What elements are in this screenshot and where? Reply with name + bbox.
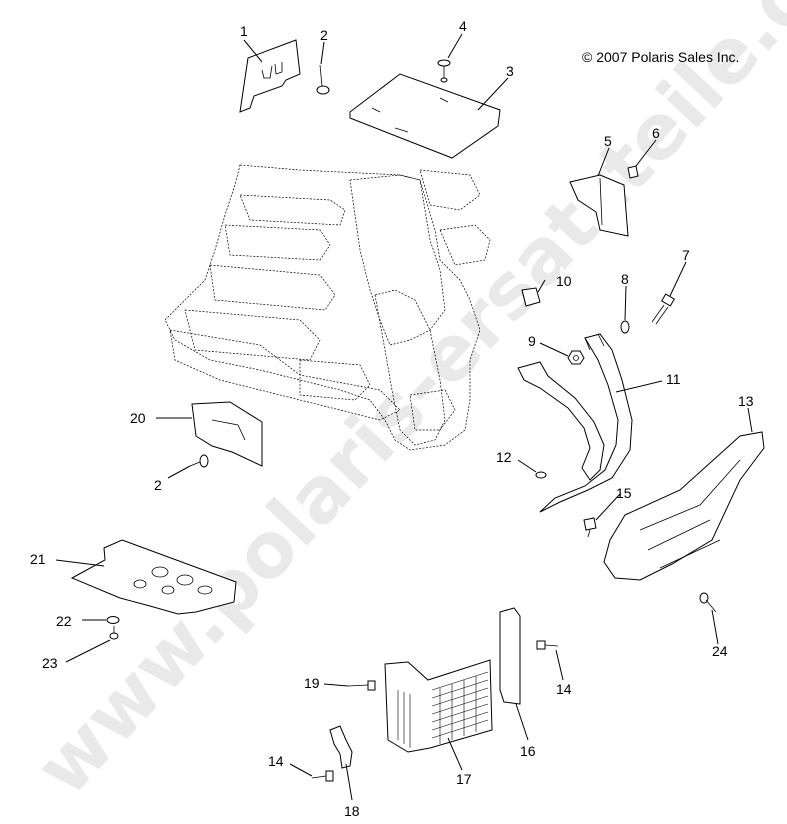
callout-16: 16 bbox=[520, 743, 536, 759]
callout-8: 8 bbox=[621, 271, 629, 287]
callout-1: 1 bbox=[240, 23, 248, 39]
part-24-bolt bbox=[699, 592, 717, 613]
callout-6: 6 bbox=[652, 125, 660, 141]
callout-12: 12 bbox=[496, 449, 512, 465]
callout-2: 2 bbox=[320, 27, 328, 43]
callout-18: 18 bbox=[344, 803, 360, 819]
part-12-washer bbox=[535, 471, 547, 479]
callout-labels: 1 2 3 4 5 6 7 8 9 10 11 12 13 14 15 16 1… bbox=[30, 18, 754, 819]
callout-4: 4 bbox=[459, 18, 467, 34]
callout-10: 10 bbox=[556, 273, 572, 289]
part-19-bolt bbox=[347, 680, 376, 691]
part-11-bumper-tube bbox=[517, 333, 633, 513]
callout-11: 11 bbox=[666, 371, 681, 387]
callout-2-lower: 2 bbox=[154, 477, 162, 493]
part-9-nut bbox=[567, 350, 585, 365]
part-2-rivet-lower bbox=[189, 454, 209, 468]
part-20-side-panel bbox=[191, 401, 263, 467]
callout-7: 7 bbox=[682, 247, 690, 263]
callout-23: 23 bbox=[42, 655, 58, 671]
callout-22: 22 bbox=[56, 613, 72, 629]
callout-15: 15 bbox=[616, 485, 632, 501]
part-18-bracket bbox=[329, 725, 353, 769]
part-10-block bbox=[521, 287, 541, 307]
part-8-washer bbox=[620, 320, 630, 334]
part-13-front-skid bbox=[603, 431, 765, 581]
part-5-shield bbox=[569, 174, 629, 237]
callout-20: 20 bbox=[130, 410, 146, 426]
part-16-side-strip bbox=[499, 607, 521, 705]
part-7-bolt bbox=[651, 293, 676, 325]
part-15-screw bbox=[583, 517, 597, 538]
callout-21: 21 bbox=[30, 551, 46, 567]
part-22-washer bbox=[106, 616, 120, 624]
part-2-rivet bbox=[316, 64, 330, 95]
part-21-skid-plate bbox=[70, 539, 237, 615]
part-4-screw bbox=[437, 59, 451, 83]
part-14-screw-upper bbox=[536, 640, 559, 650]
part-14-screw-lower bbox=[311, 770, 334, 782]
part-6-push-clip bbox=[627, 165, 639, 179]
callout-14-upper: 14 bbox=[556, 681, 572, 697]
part-3-floor-panel bbox=[349, 73, 501, 159]
callout-14-lower: 14 bbox=[268, 753, 284, 769]
copyright-notice: © 2007 Polaris Sales Inc. bbox=[582, 49, 739, 65]
callout-3: 3 bbox=[506, 63, 514, 79]
part-1-bracket-plate bbox=[239, 39, 301, 113]
part-23-screw bbox=[109, 626, 119, 640]
vehicle-frame bbox=[164, 164, 491, 451]
callout-13: 13 bbox=[738, 393, 754, 409]
callout-19: 19 bbox=[304, 675, 320, 691]
leader-lines bbox=[55, 33, 753, 801]
part-17-grille bbox=[384, 659, 493, 753]
callout-5: 5 bbox=[604, 133, 612, 149]
callout-9: 9 bbox=[528, 333, 536, 349]
callout-17: 17 bbox=[456, 771, 472, 787]
callout-24: 24 bbox=[712, 643, 728, 659]
